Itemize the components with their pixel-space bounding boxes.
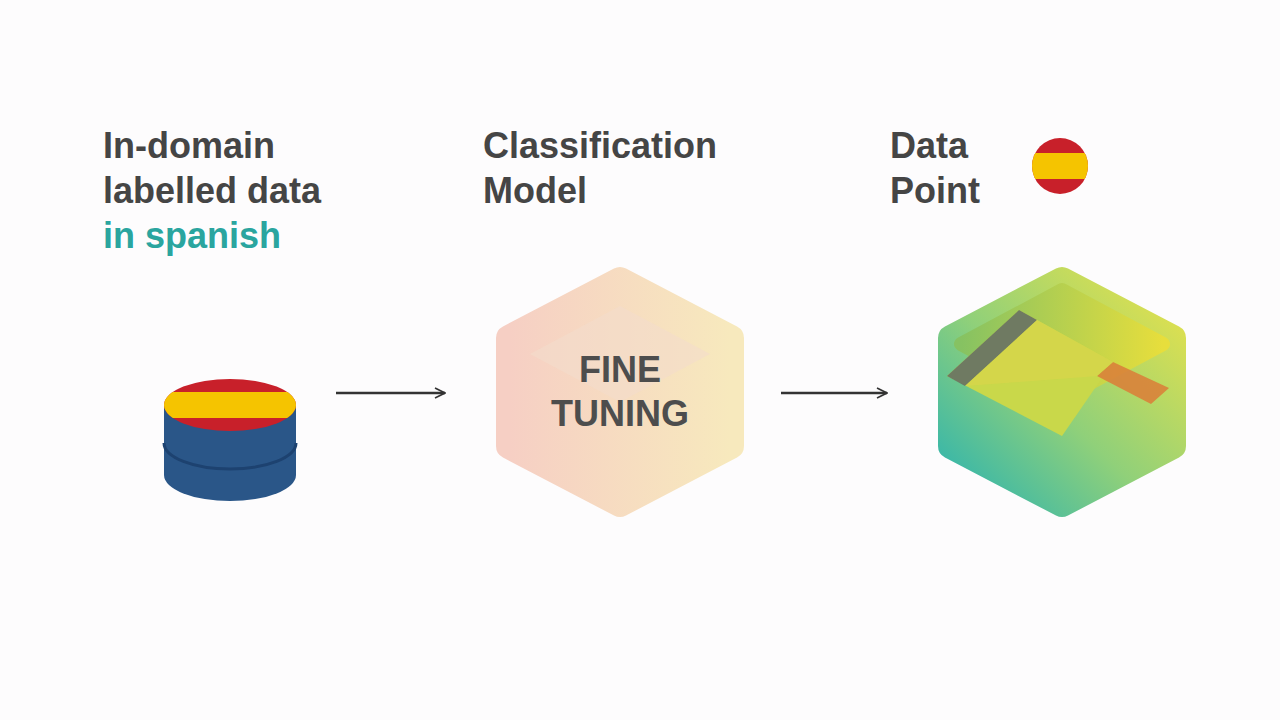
- column-heading: Data Point: [890, 123, 1020, 213]
- database-node: In-domain labelled datain spanish: [160, 375, 300, 507]
- flow-arrow: [781, 392, 887, 394]
- shape-label: FINE TUNING: [540, 348, 700, 436]
- database-symbol: [160, 375, 300, 507]
- model-shape: [495, 266, 745, 518]
- model-node: Data Point: [937, 266, 1187, 518]
- heading-text: Data Point: [890, 123, 1020, 213]
- model-shape: [937, 266, 1187, 518]
- column-heading: In-domain labelled datain spanish: [103, 123, 378, 258]
- flow-arrow: [336, 392, 445, 394]
- heading-text: Classification Model: [483, 123, 773, 213]
- model-node: Classification ModelFINE TUNING: [495, 266, 745, 518]
- flag-icon: [1030, 136, 1090, 196]
- column-heading: Classification Model: [483, 123, 773, 213]
- highlight-text: in spanish: [103, 213, 378, 258]
- heading-text: In-domain labelled data: [103, 123, 378, 213]
